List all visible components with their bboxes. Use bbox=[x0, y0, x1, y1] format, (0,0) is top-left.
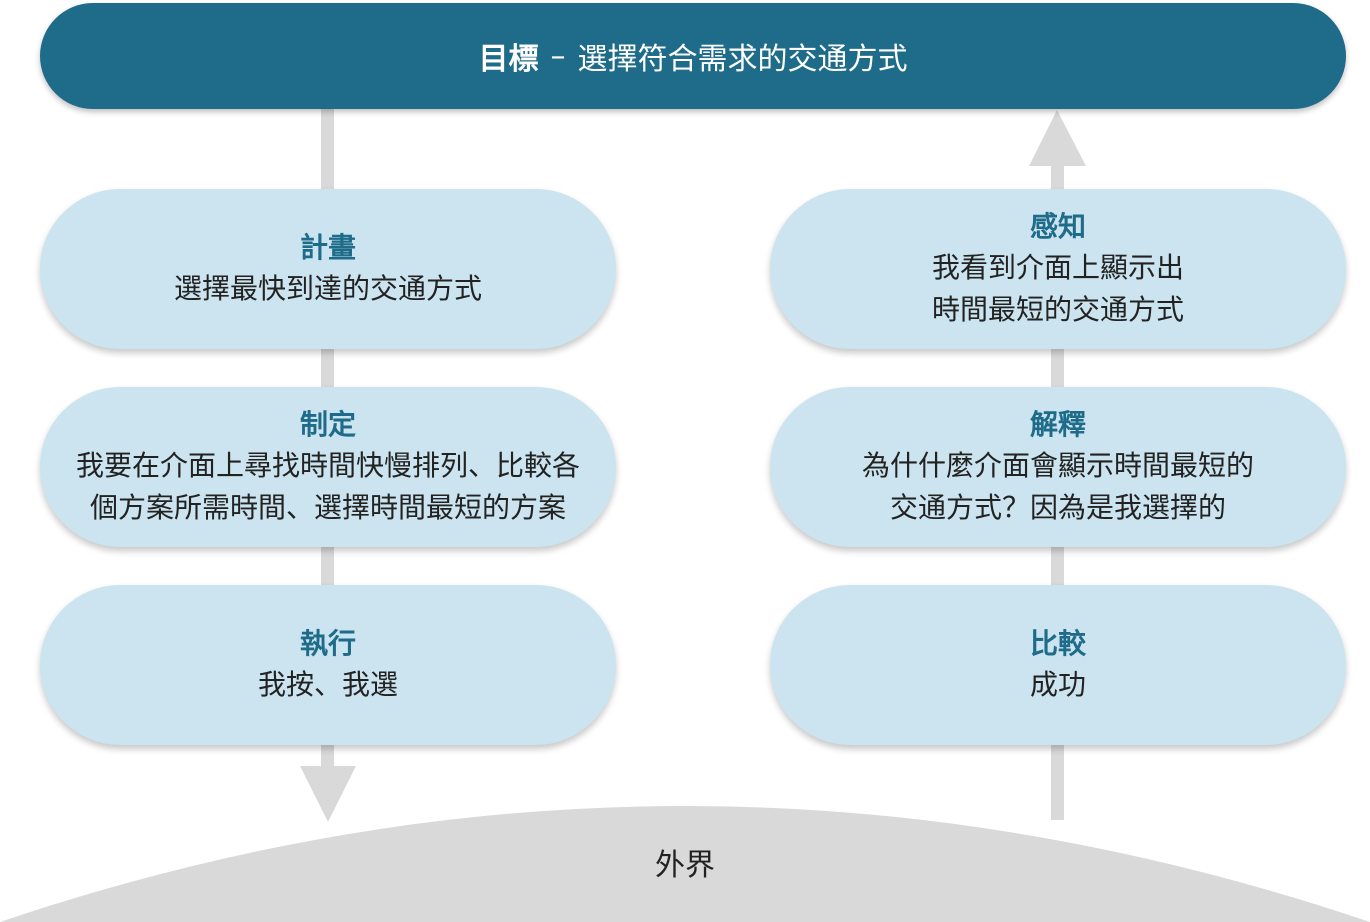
step-specify-text: 我要在介面上尋找時間快慢排列、比較各 個方案所需時間、選擇時間最短的方案 bbox=[75, 449, 580, 524]
step-perceive: 感知 我看到介面上顯示出 時間最短的交通方式 bbox=[770, 189, 1346, 349]
step-perceive-text: 我看到介面上顯示出 時間最短的交通方式 bbox=[931, 251, 1184, 326]
step-interpret: 解釋 為什什麼介面會顯示時間最短的 交通方式？因為是我選擇的 bbox=[770, 387, 1346, 547]
step-perform-text: 我按、我選 bbox=[257, 668, 398, 701]
right-arrow-head bbox=[1029, 110, 1086, 166]
goal-label: 目標 bbox=[478, 42, 539, 77]
world-label: 外界 bbox=[655, 848, 715, 883]
goal-separator: – bbox=[550, 38, 566, 74]
step-compare-title: 比較 bbox=[1029, 627, 1086, 660]
step-compare-text: 成功 bbox=[1029, 668, 1086, 701]
step-compare: 比較 成功 bbox=[770, 585, 1346, 745]
step-plan-title: 計畫 bbox=[299, 231, 356, 264]
step-interpret-text: 為什什麼介面會顯示時間最短的 交通方式？因為是我選擇的 bbox=[861, 449, 1254, 524]
step-perform: 執行 我按、我選 bbox=[40, 585, 616, 745]
step-perform-title: 執行 bbox=[299, 627, 356, 660]
step-plan-text: 選擇最快到達的交通方式 bbox=[173, 272, 482, 305]
step-specify-title: 制定 bbox=[299, 408, 356, 441]
goal-bar: 目標 – 選擇符合需求的交通方式 bbox=[40, 3, 1346, 109]
left-arrow-head bbox=[300, 766, 356, 822]
step-specify: 制定 我要在介面上尋找時間快慢排列、比較各 個方案所需時間、選擇時間最短的方案 bbox=[40, 387, 616, 547]
world-dome bbox=[0, 806, 1370, 922]
step-interpret-title: 解釋 bbox=[1029, 408, 1086, 441]
step-plan: 計畫 選擇最快到達的交通方式 bbox=[40, 189, 616, 349]
goal-text: 選擇符合需求的交通方式 bbox=[577, 42, 908, 77]
step-perceive-title: 感知 bbox=[1029, 210, 1086, 243]
